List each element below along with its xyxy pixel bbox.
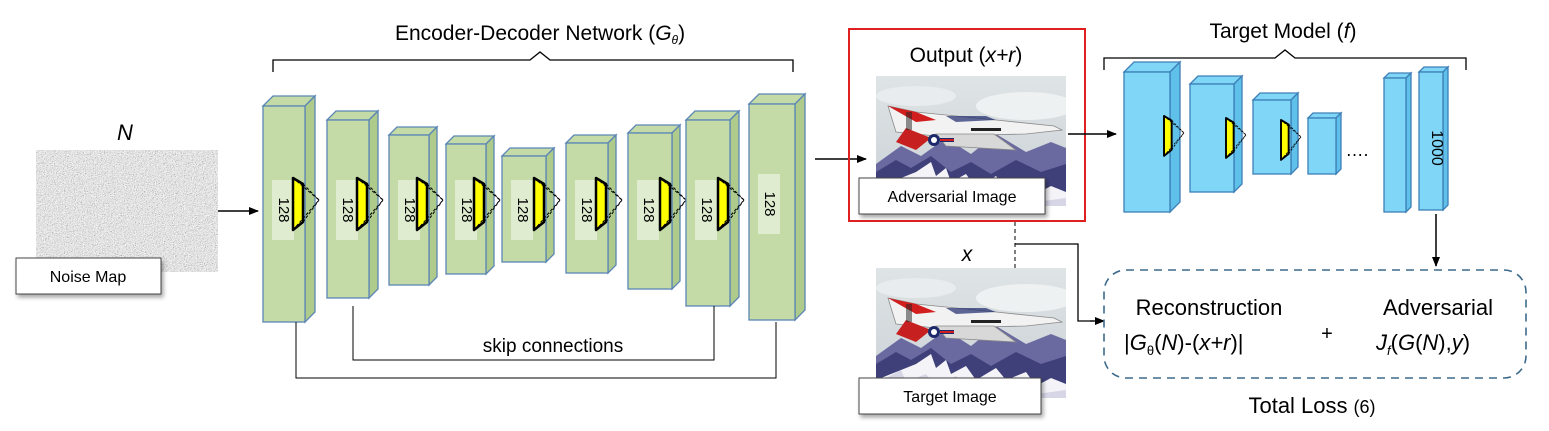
- encoder-block-1-label: 128: [275, 197, 292, 222]
- target-model-block-2-top-face: [1188, 75, 1244, 85]
- encoder-block-5-label: 128: [514, 197, 531, 222]
- total-loss-box: [1103, 269, 1527, 379]
- encoder-block-3-label: 128: [401, 197, 418, 222]
- adversarial-caption-box: [858, 177, 1046, 215]
- encoder-title: Encoder-Decoder Network (Gθ): [395, 22, 685, 47]
- encoder-block-4-label: 128: [458, 197, 475, 222]
- target-model-block-4-side-face: [1335, 111, 1342, 176]
- target-model-block-4: [1306, 111, 1343, 176]
- noise-symbol: N: [117, 120, 133, 145]
- encoder-block-7-side-face: [671, 123, 681, 291]
- target-image-caption-box: [858, 377, 1042, 415]
- encoder-block-2-side-face: [368, 109, 379, 300]
- target-image-caption: Target Image: [903, 389, 996, 406]
- encoder-block-2-label-box: [336, 180, 358, 240]
- output-highlight-box: [848, 28, 1086, 222]
- plus-sign: +: [1321, 323, 1333, 345]
- encoder-block-8: [684, 109, 741, 308]
- encoder-block-9-label-box: [758, 174, 780, 234]
- target-image-symbol: x: [961, 243, 974, 266]
- encoder-block-7-label-box: [637, 180, 659, 240]
- encoder-block-6-label: 128: [578, 197, 595, 222]
- adversarial-caption: Adversarial Image: [888, 189, 1017, 206]
- target-model-block-5: [1382, 71, 1413, 214]
- encoder-block-9-side-face: [794, 92, 806, 322]
- target-model-block-3: [1251, 91, 1300, 176]
- noise-map-caption: Noise Map: [50, 269, 127, 286]
- reconstruction-formula: |Gθ(N)-(x+r)|: [1124, 330, 1244, 358]
- encoder-block-7-top-face: [626, 124, 682, 134]
- reconstruction-title: Reconstruction: [1136, 295, 1283, 320]
- target-model-block-2-side-face: [1233, 74, 1243, 194]
- encoder-decoder-blocks: 128 128 128 128 128 128 128 128 128: [261, 92, 807, 324]
- encoder-block-2-label: 128: [339, 197, 356, 222]
- encoder-block-9-label: 128: [761, 191, 778, 216]
- target-model-block-5-side-face: [1405, 71, 1412, 214]
- noise-map-caption-box: [15, 257, 162, 295]
- encoder-block-5-top-face: [500, 147, 556, 157]
- encoder-block-6-side-face: [607, 133, 617, 275]
- encoder-block-3-label-box: [398, 180, 420, 240]
- adversarial-formula: Jf(G(N),y): [1375, 330, 1470, 358]
- total-loss-label: Total Loss(6): [1248, 393, 1375, 418]
- encoder-block-5-side-face: [545, 146, 555, 264]
- target-model-block-4-front-face: [1307, 117, 1337, 175]
- encoder-block-4-side-face: [485, 134, 495, 276]
- to-loss-connector: [1015, 243, 1094, 322]
- encoder-block-3-side-face: [428, 125, 438, 287]
- encoder-block-8-label: 128: [698, 197, 715, 222]
- encoder-block-6-label-box: [575, 180, 597, 240]
- skip-connections-label: skip connections: [483, 336, 623, 357]
- encoder-block-1-side-face: [304, 94, 316, 324]
- target-model-block-6-front-face: [1418, 71, 1444, 211]
- encoder-block-4-label-box: [455, 180, 477, 240]
- target-model-block-6: [1417, 65, 1450, 212]
- skip-connection-outer: [295, 322, 777, 379]
- adversarial-title: Adversarial: [1383, 295, 1493, 320]
- encoder-block-5-label-box: [511, 180, 533, 240]
- encoder-block-7-label: 128: [640, 197, 657, 222]
- output-title: Output (x+r): [910, 44, 1023, 67]
- encoder-block-1-label-box: [272, 180, 294, 240]
- encoder-brace: [272, 51, 794, 72]
- target-model-title: Target Model (f): [1209, 20, 1356, 43]
- target-model-ellipsis: ….: [1345, 140, 1368, 160]
- target-model-brace: [1103, 49, 1467, 70]
- noise-map-image: [36, 150, 218, 272]
- target-model-block-5-front-face: [1383, 77, 1407, 213]
- target-model-blocks: [1122, 60, 1450, 214]
- fc-layer-label: 1000: [1428, 130, 1445, 166]
- encoder-block-8-label-box: [695, 180, 717, 240]
- skip-connection-inner: [352, 306, 715, 361]
- skip-connections: [295, 306, 777, 379]
